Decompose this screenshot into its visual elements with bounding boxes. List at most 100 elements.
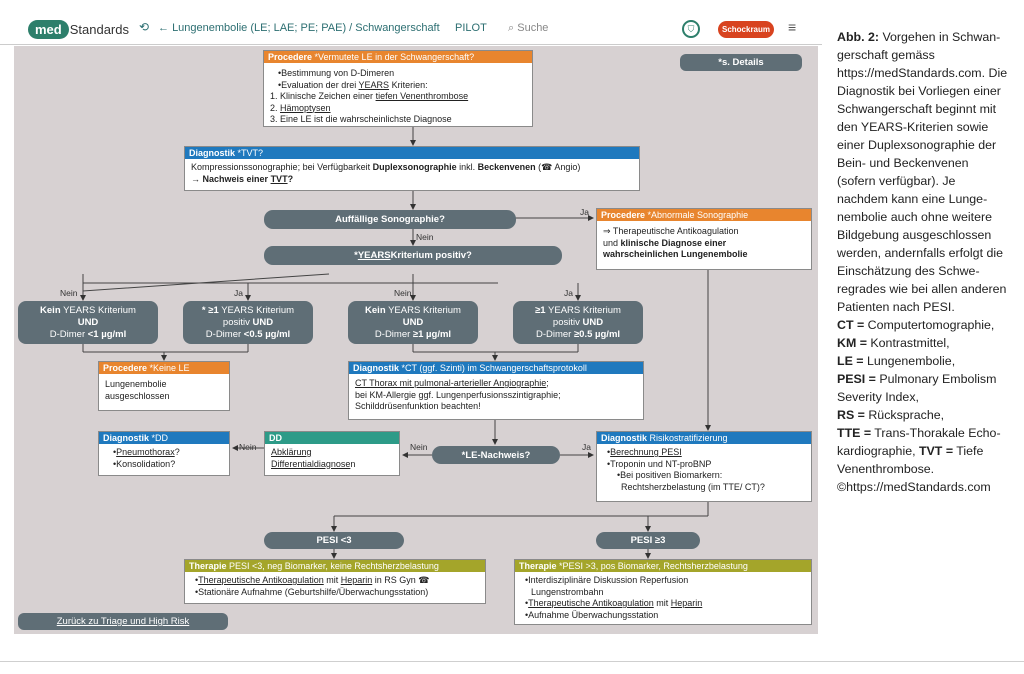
- box-line: 2. Hämoptysen: [270, 102, 331, 113]
- heparin-link[interactable]: Heparin: [340, 575, 373, 585]
- back-button[interactable]: Zurück zu Triage und High Risk: [18, 613, 228, 630]
- box-line: •Konsolidation?: [113, 458, 176, 469]
- haemoptysen-link[interactable]: Hämoptysen: [280, 102, 331, 113]
- label-nein: Nein: [239, 442, 257, 452]
- label-nein: Nein: [416, 232, 434, 242]
- box-line: •Bestimmung von D-Dimeren: [278, 68, 395, 78]
- flow-connectors: [80, 127, 711, 559]
- label-ja: Ja: [580, 207, 589, 217]
- box-line: •Therapeutische Antikoagulation mit Hepa…: [525, 598, 703, 608]
- abklaerung-link[interactable]: Abklärung: [271, 447, 312, 457]
- box-line: •Interdisziplinäre Diskussion Reperfusio…: [525, 575, 689, 585]
- box-line: Lungenstrombahn: [531, 586, 604, 597]
- logo-prefix: med: [28, 19, 69, 39]
- label-ja: Ja: [582, 442, 591, 452]
- box-line: •Stationäre Aufnahme (Geburtshilfe/Überw…: [195, 586, 429, 597]
- bookmark-icon[interactable]: ⛉: [682, 20, 700, 38]
- menu-icon[interactable]: ≡: [788, 19, 797, 35]
- box-line: •Berechnung PESI: [607, 447, 682, 457]
- box-header: Diagnostik *TVT?: [185, 147, 639, 159]
- schockraum-button[interactable]: Schockraum: [718, 21, 774, 38]
- box-line: •Therapeutische Antikoagulation mit Hepa…: [195, 575, 430, 585]
- search-placeholder: Suche: [517, 22, 549, 34]
- box-header: Diagnostik *CT (ggf. Szinti) im Schwange…: [349, 362, 643, 374]
- header-divider: [0, 44, 822, 45]
- criterion-3[interactable]: Kein YEARS Kriterium UND D-Dimer ≥1 µg/m…: [348, 301, 478, 344]
- ct-link[interactable]: CT Thorax mit pulmonal-arterieller Angio…: [355, 378, 547, 388]
- box-line: Schilddrüsenfunktion beachten!: [355, 401, 481, 411]
- box-header: Diagnostik Risikostratifizierung: [597, 432, 811, 444]
- box-header: Therapie *PESI >3, pos Biomarker, Rechts…: [515, 560, 811, 572]
- details-button[interactable]: *s. Details: [680, 54, 802, 71]
- label-ja: Ja: [234, 288, 243, 298]
- sonographie-decision[interactable]: Auffällige Sonographie?: [264, 210, 516, 229]
- search-field[interactable]: ⌕ Suche: [508, 22, 548, 35]
- dd-box: DD Abklärung Differentialdiagnosen: [264, 431, 400, 476]
- box-line: und klinische Diagnose einer: [603, 237, 727, 248]
- box-line: ausgeschlossen: [105, 390, 170, 401]
- diagnostik-risiko-box: Diagnostik Risikostratifizierung •Berech…: [596, 431, 812, 502]
- tvt-link[interactable]: tiefen Venenthrombose: [375, 91, 469, 101]
- figure-caption: Abb. 2: Vorgehen in Schwan­gerschaft gem…: [837, 30, 1008, 494]
- box-line: wahrscheinlichen Lungenembolie: [603, 249, 748, 259]
- box-line: 1. Klinische Zeichen einer tiefen Venent…: [270, 91, 469, 101]
- box-header: Procedere *Vermutete LE in der Schwanger…: [264, 51, 532, 63]
- box-line: ⇒ Therapeutische Antikoagulation: [603, 226, 739, 236]
- logo-suffix: Standards: [69, 21, 129, 37]
- box-header: Procedere *Keine LE: [99, 362, 229, 374]
- box-line: CT Thorax mit pulmonal-arterieller Angio…: [355, 378, 549, 388]
- box-line: → Nachweis einer TVT?: [191, 173, 294, 184]
- pilot-label: PILOT: [455, 22, 487, 34]
- pesi-low-pill[interactable]: PESI <3: [264, 532, 404, 549]
- criterion-4[interactable]: ≥1 YEARS Kriterium positiv UND D-Dimer ≥…: [513, 301, 643, 344]
- diagnostik-tvt-box: Diagnostik *TVT? Kompressionssonographie…: [184, 146, 640, 191]
- years-link[interactable]: YEARS: [358, 79, 390, 90]
- caption-intro: Vorgehen in Schwan­gerschaft gemäss http…: [837, 30, 1008, 314]
- criterion-2[interactable]: * ≥1 YEARS Kriterium positiv UND D-Dimer…: [183, 301, 313, 344]
- box-line: •Troponin und NT-proBNP: [607, 458, 712, 469]
- box-line: •Evaluation der drei YEARS Kriterien:: [278, 79, 428, 90]
- procedere-abnormal-box: Procedere *Abnormale Sonographie ⇒ Thera…: [596, 208, 812, 270]
- search-icon: ⌕: [508, 22, 515, 34]
- box-line: Rechtsherzbelastung (im TTE/ CT)?: [621, 481, 765, 492]
- diagnostik-dd-box: Diagnostik *DD •Pneumothorax? •Konsolida…: [98, 431, 230, 476]
- label-nein: Nein: [394, 288, 412, 298]
- antikoagulation-link[interactable]: Therapeutische Antikoagulation: [528, 598, 654, 608]
- box-line: bei KM-Allergie ggf. Lungenperfusionsszi…: [355, 389, 561, 400]
- box-line: •Bei positiven Biomarkern:: [617, 470, 723, 480]
- label-nein: Nein: [410, 442, 428, 452]
- logo[interactable]: med Standards: [28, 18, 129, 40]
- procedere-vermutete-box: Procedere *Vermutete LE in der Schwanger…: [263, 50, 533, 127]
- le-nachweis-decision[interactable]: *LE-Nachweis?: [432, 446, 560, 464]
- box-line: Abklärung: [271, 447, 393, 459]
- therapie-high-box: Therapie *PESI >3, pos Biomarker, Rechts…: [514, 559, 812, 625]
- box-header: DD: [265, 432, 399, 444]
- box-line: Differentialdiagnosen: [271, 458, 356, 469]
- box-line: •Pneumothorax?: [113, 447, 180, 457]
- box-header: Therapie PESI <3, neg Biomarker, keine R…: [185, 560, 485, 572]
- history-icon[interactable]: ⟲: [139, 20, 150, 34]
- breadcrumb[interactable]: ← Lungenembolie (LE; LAE; PE; PAE) / Sch…: [158, 22, 440, 34]
- years-decision[interactable]: *YEARS Kriterium positiv?: [264, 246, 562, 265]
- pesi-link[interactable]: Berechnung PESI: [610, 447, 682, 457]
- diagnostik-ct-box: Diagnostik *CT (ggf. Szinti) im Schwange…: [348, 361, 644, 420]
- label-nein: Nein: [60, 288, 78, 298]
- procedere-keine-le-box: Procedere *Keine LE Lungenembolie ausges…: [98, 361, 230, 411]
- label-ja: Ja: [564, 288, 573, 298]
- heparin-link[interactable]: Heparin: [670, 598, 703, 608]
- therapie-low-box: Therapie PESI <3, neg Biomarker, keine R…: [184, 559, 486, 604]
- box-line: Lungenembolie: [105, 379, 167, 389]
- box-header: Procedere *Abnormale Sonographie: [597, 209, 811, 221]
- criterion-1[interactable]: Kein YEARS Kriterium UND D-Dimer <1 µg/m…: [18, 301, 158, 344]
- pneumothorax-link[interactable]: Pneumothorax: [116, 447, 175, 457]
- pesi-high-pill[interactable]: PESI ≥3: [596, 532, 700, 549]
- differentialdiagnosen-link[interactable]: Differentialdiagnose: [271, 458, 351, 469]
- caption-title: Abb. 2:: [837, 30, 879, 44]
- box-header: Diagnostik *DD: [99, 432, 229, 444]
- box-line: •Aufnahme Überwachungsstation: [525, 609, 659, 620]
- top-bar: med Standards ⟲ ← Lungenembolie (LE; LAE…: [0, 0, 822, 44]
- box-line: Kompressionssonographie; bei Verfügbarke…: [191, 162, 581, 172]
- flowchart-area: *s. Details Procedere *Vermutete LE in d…: [14, 46, 818, 634]
- antikoagulation-link[interactable]: Therapeutische Antikoagulation: [198, 575, 324, 585]
